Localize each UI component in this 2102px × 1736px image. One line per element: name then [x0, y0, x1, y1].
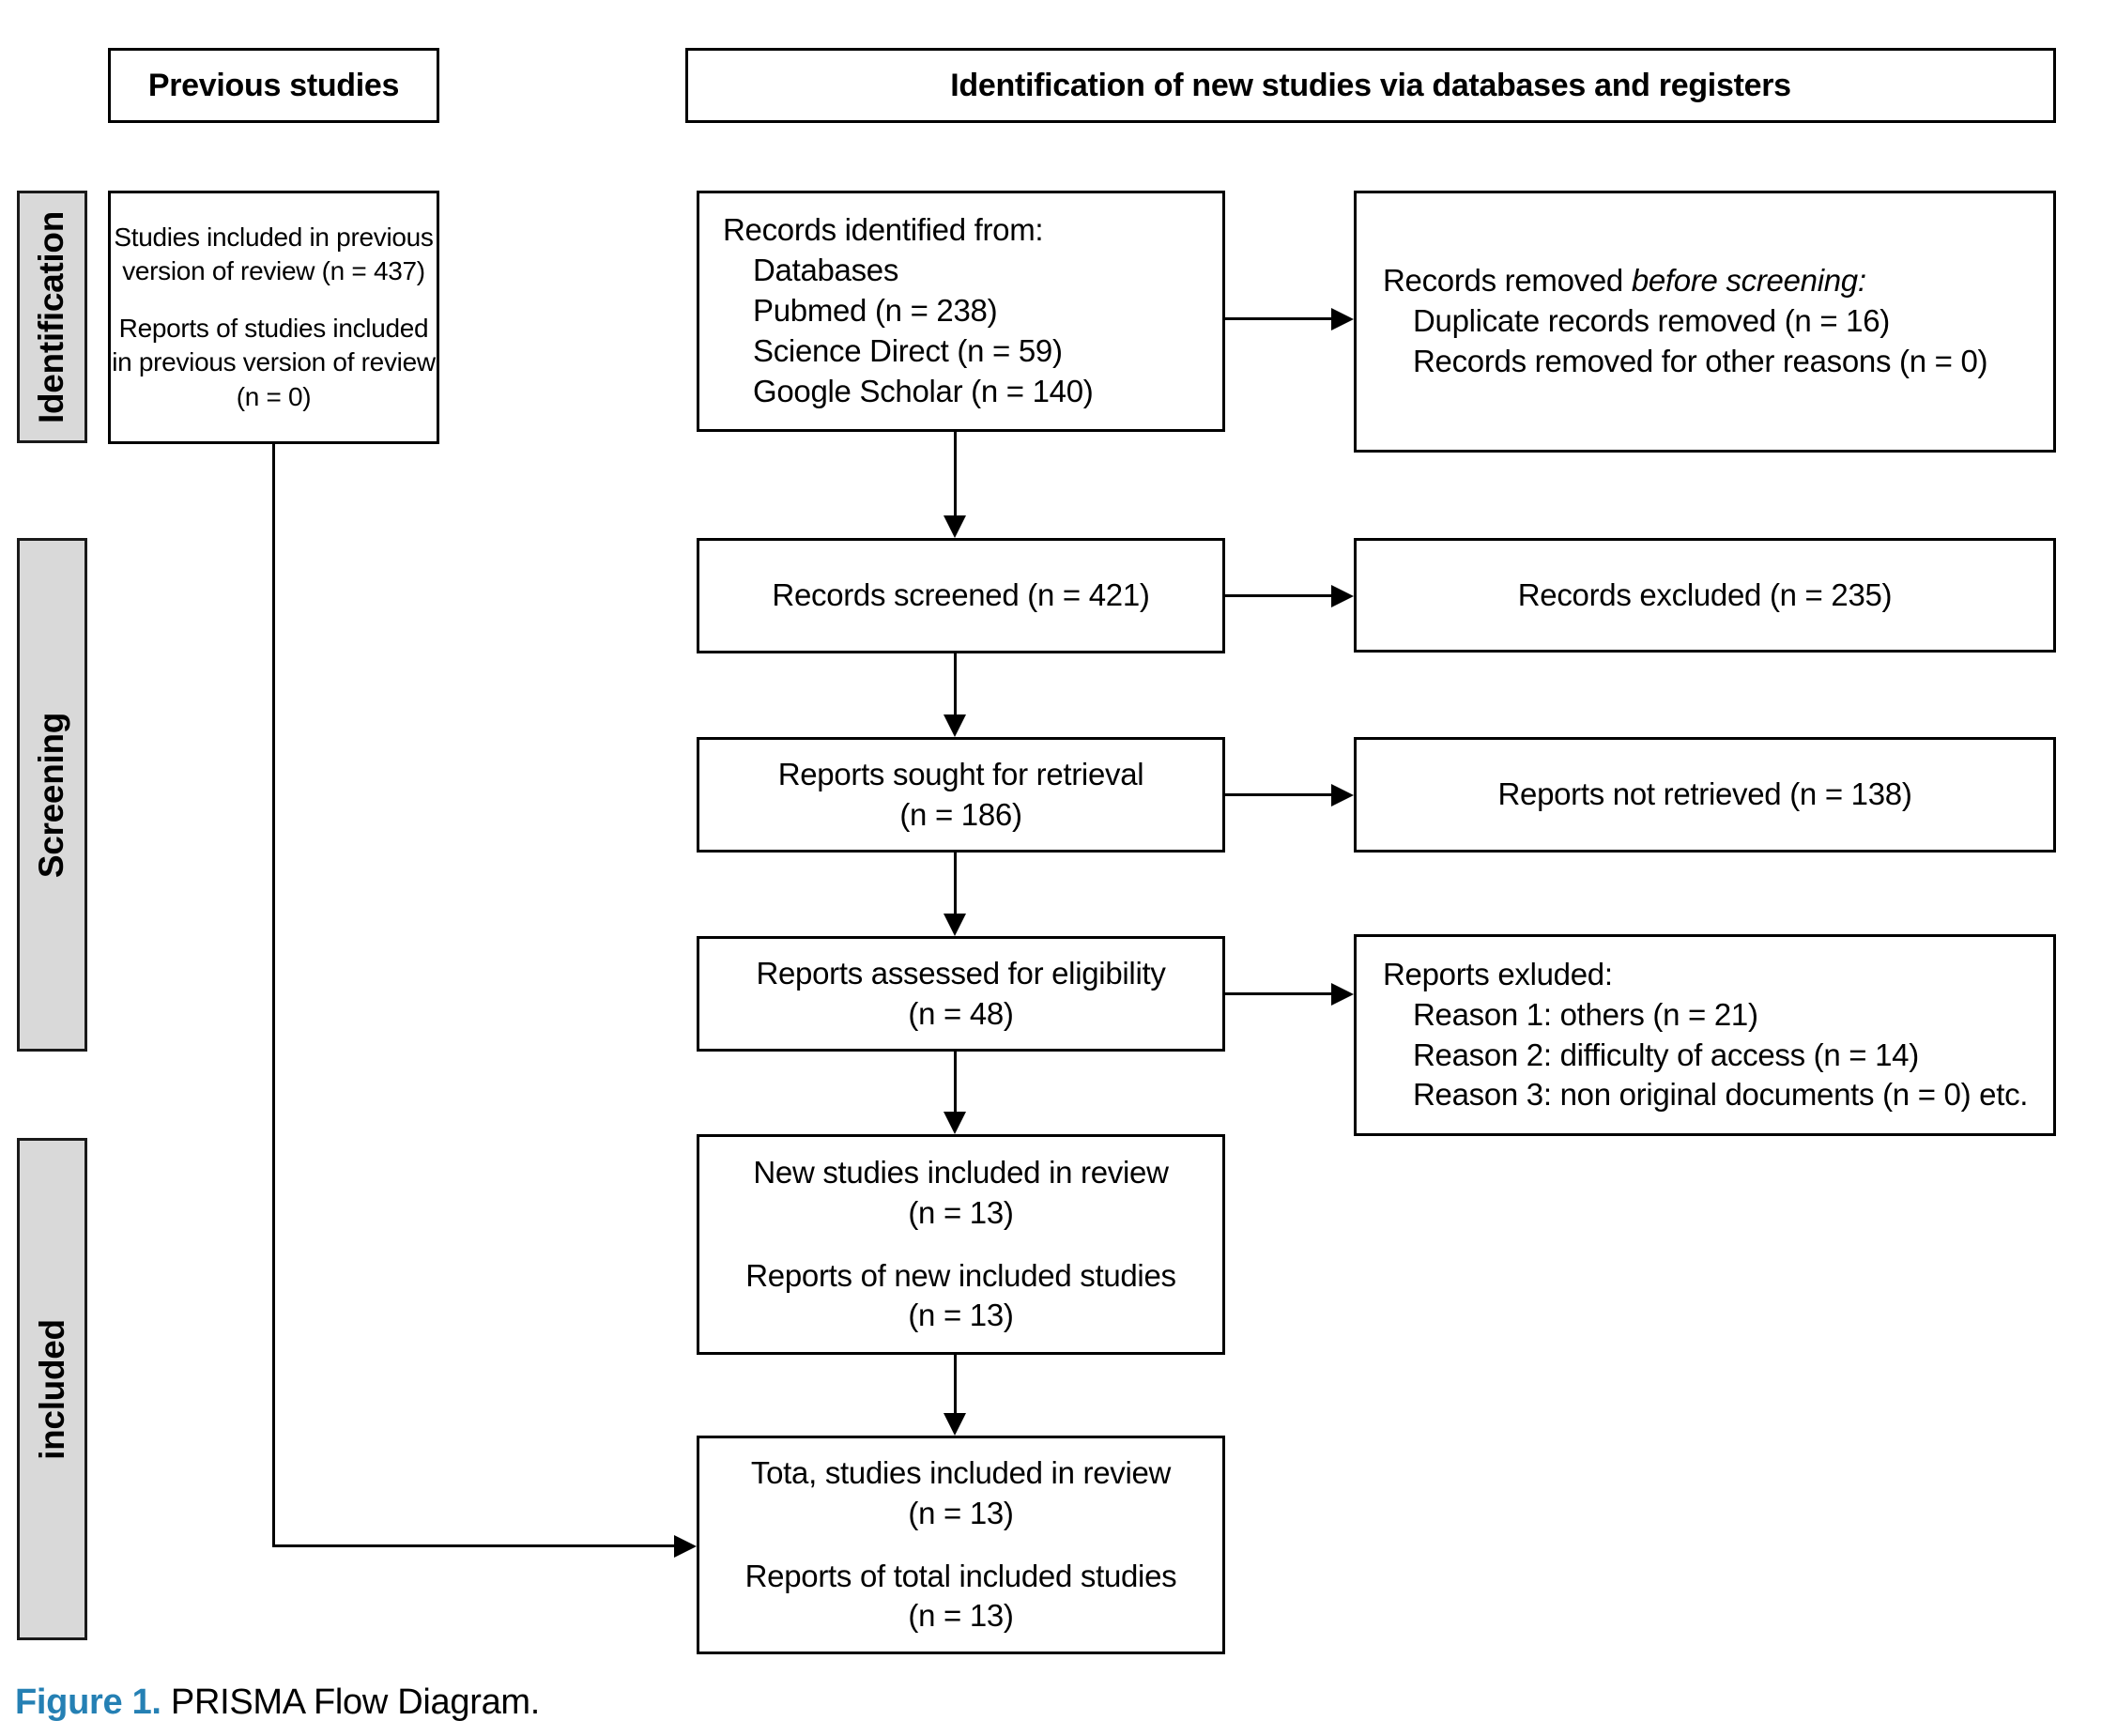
reports-excluded-item: Reason 2: difficulty of access (n = 14)	[1413, 1037, 1919, 1072]
sidebar-screening-label: Screening	[32, 712, 71, 878]
sidebar-included: included	[17, 1138, 87, 1640]
records-removed-item: Records removed for other reasons (n = 0…	[1413, 343, 1988, 378]
box-total-studies-included: Tota, studies included in review (n = 13…	[697, 1436, 1225, 1654]
header-previous-studies: Previous studies	[108, 48, 439, 123]
arrow-identified-to-removed-line	[1225, 317, 1333, 320]
figure-caption-label: Figure 1.	[15, 1682, 161, 1722]
arrow-identified-to-screened-head	[944, 515, 966, 538]
arrow-newstudies-to-total-line	[954, 1355, 957, 1416]
arrow-previous-to-total-head	[674, 1535, 697, 1558]
arrow-screened-to-excluded-line	[1225, 594, 1333, 597]
arrow-identified-to-screened-line	[954, 432, 957, 518]
total-studies-para1: Tota, studies included in review (n = 13…	[750, 1454, 1172, 1530]
reports-excluded-item: Reason 3: non original documents (n = 0)…	[1413, 1077, 2029, 1113]
sidebar-identification-label: Identification	[32, 210, 71, 423]
records-removed-item: Duplicate records removed (n = 16)	[1413, 303, 1890, 339]
arrow-newstudies-to-total-head	[944, 1413, 966, 1436]
box-previous-review: Studies included in previous version of …	[108, 191, 439, 444]
box-reports-assessed: Reports assessed for eligibility (n = 48…	[697, 936, 1225, 1052]
previous-review-para1: Studies included in previous version of …	[114, 223, 434, 286]
arrow-sought-to-notretrieved-head	[1331, 784, 1354, 807]
previous-review-para2: Reports of studies included in previous …	[112, 313, 436, 411]
reports-excluded-item: Reason 1: others (n = 21)	[1413, 996, 1758, 1032]
figure-caption-text: PRISMA Flow Diagram.	[161, 1682, 541, 1722]
figure-caption: Figure 1. PRISMA Flow Diagram.	[15, 1682, 540, 1723]
box-reports-not-retrieved: Reports not retrieved (n = 138)	[1354, 737, 2056, 853]
arrow-assessed-to-reportsexcluded-line	[1225, 992, 1333, 995]
box-records-identified: Records identified from: Databases Pubme…	[697, 191, 1225, 432]
sidebar-screening: Screening	[17, 538, 87, 1052]
records-identified-item: Databases	[753, 253, 899, 288]
new-studies-para2: Reports of new included studies (n = 13)	[745, 1257, 1176, 1333]
total-studies-para2: Reports of total included studies (n = 1…	[744, 1558, 1177, 1634]
records-identified-item: Science Direct (n = 59)	[753, 332, 1063, 368]
arrow-sought-to-assessed-head	[944, 914, 966, 936]
arrow-assessed-to-newstudies-line	[954, 1052, 957, 1114]
box-records-removed: Records removed before screening: Duplic…	[1354, 191, 2056, 453]
box-reports-excluded: Reports exluded: Reason 1: others (n = 2…	[1354, 934, 2056, 1136]
sidebar-identification: Identification	[17, 191, 87, 443]
arrow-sought-to-assessed-line	[954, 853, 957, 916]
arrow-assessed-to-reportsexcluded-head	[1331, 983, 1354, 1006]
arrow-sought-to-notretrieved-line	[1225, 793, 1333, 796]
arrow-screened-to-sought-line	[954, 653, 957, 717]
box-new-studies-included: New studies included in review (n = 13) …	[697, 1134, 1225, 1355]
box-records-screened: Records screened (n = 421)	[697, 538, 1225, 653]
records-identified-item: Pubmed (n = 238)	[753, 293, 998, 329]
records-removed-title: Records removed before screening:	[1383, 263, 1866, 299]
box-reports-sought: Reports sought for retrieval (n = 186)	[697, 737, 1225, 853]
header-new-studies: Identification of new studies via databa…	[685, 48, 2056, 123]
arrow-screened-to-sought-head	[944, 714, 966, 737]
arrow-identified-to-removed-head	[1331, 308, 1354, 330]
header-new-studies-label: Identification of new studies via databa…	[950, 67, 1791, 103]
records-identified-item: Google Scholar (n = 140)	[753, 373, 1094, 408]
arrow-assessed-to-newstudies-head	[944, 1112, 966, 1134]
arrow-screened-to-excluded-head	[1331, 585, 1354, 607]
new-studies-para1: New studies included in review (n = 13)	[753, 1154, 1169, 1230]
arrow-previous-to-total-vline	[272, 444, 275, 1547]
sidebar-included-label: included	[32, 1318, 71, 1460]
header-previous-studies-label: Previous studies	[147, 67, 400, 103]
arrow-previous-to-total-hline	[272, 1544, 674, 1547]
box-records-excluded: Records excluded (n = 235)	[1354, 538, 2056, 653]
